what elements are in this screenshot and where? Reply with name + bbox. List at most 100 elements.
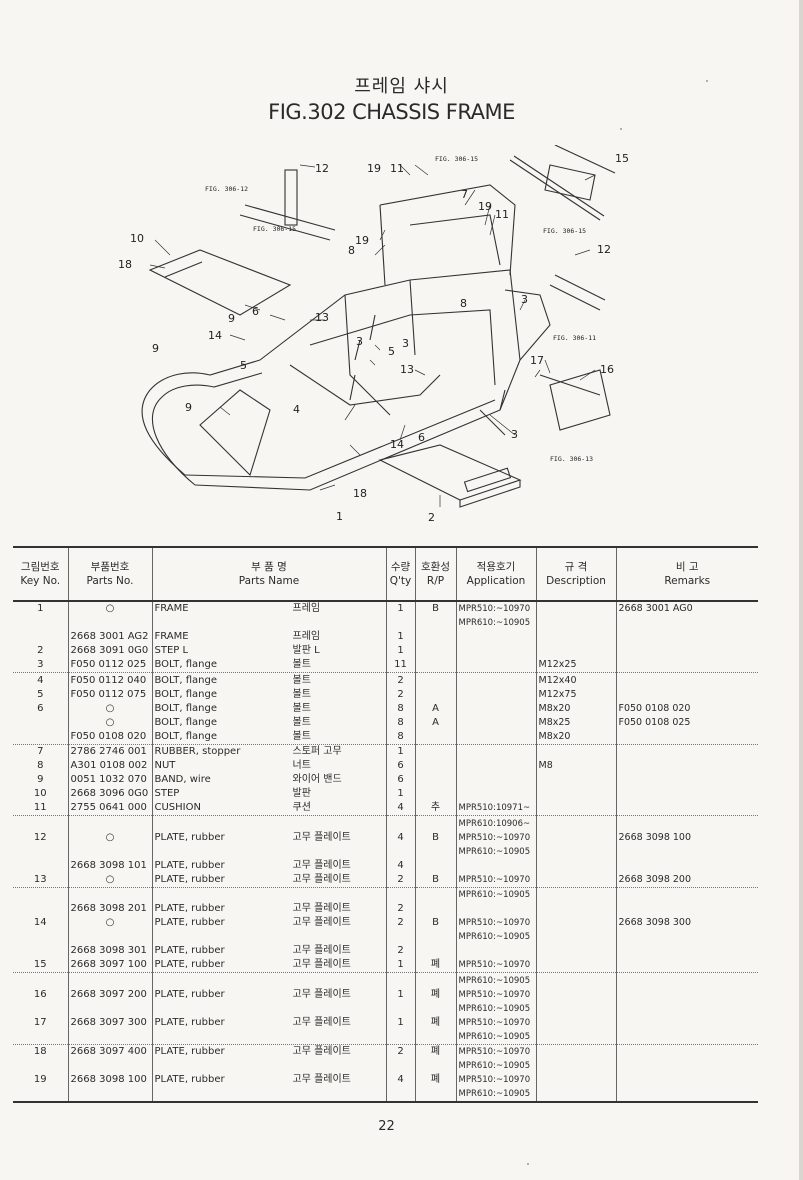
- cell-key: [13, 859, 68, 873]
- cell-part-no: [67, 616, 152, 631]
- cell-remarks: [615, 1043, 758, 1059]
- cell-rp: [414, 1087, 456, 1104]
- front-panel: [199, 389, 271, 477]
- part-name-korean: 고무 플레이트: [292, 1074, 351, 1086]
- cell-rp: 폐: [414, 987, 456, 1002]
- cell-remarks: [615, 773, 758, 788]
- cell-remarks: [615, 759, 758, 774]
- part-name-korean: 와이어 밴드: [292, 774, 342, 786]
- cell-part-name: [151, 1029, 386, 1045]
- cell-application: MPR610:~10905: [455, 844, 536, 859]
- cell-rp: B: [414, 600, 456, 617]
- part-name-korean: 프레임: [292, 603, 321, 615]
- cell-remarks: [615, 658, 758, 673]
- cell-key: 9: [37, 774, 44, 786]
- cell-application: MPR610:~10905: [455, 616, 536, 631]
- cell-description: [535, 987, 616, 1002]
- cell-description: [535, 1073, 616, 1088]
- cell-description: [535, 930, 616, 945]
- cell-qty: 6: [385, 773, 415, 788]
- cell-qty: [385, 1001, 415, 1016]
- chassis-frame-drawing: 12 19 11 15 7 19 11 10 19 8 12 18 8 3 6 …: [118, 144, 629, 524]
- cell-application: MPR610:~10905: [455, 1001, 536, 1016]
- cell-description: [535, 872, 616, 888]
- cell-rp: 폐: [414, 958, 456, 973]
- callout-5a: 5: [388, 345, 395, 358]
- cell-key: [13, 972, 68, 988]
- cell-description: [535, 844, 616, 859]
- cell-description: [535, 1087, 616, 1104]
- cell-part-no: [67, 1087, 152, 1104]
- scan-speck: [527, 1163, 529, 1165]
- part-name-korean: 너트: [292, 760, 311, 772]
- callout-8b: 8: [460, 297, 467, 310]
- part-name-english: PLATE, rubber: [154, 873, 225, 885]
- cell-remarks: [615, 729, 758, 745]
- callout-11a: 11: [390, 162, 404, 175]
- part-name-korean: 스토퍼 고무: [292, 746, 342, 758]
- cell-key: 17: [33, 1016, 47, 1028]
- cell-part-no: 0051 1032 070: [67, 773, 152, 788]
- ref-fig-306-12: FIG. 306-12: [205, 185, 248, 193]
- rod-15: [509, 159, 601, 221]
- cell-remarks: [615, 958, 758, 973]
- callout-10: 10: [130, 232, 144, 245]
- cell-qty: [385, 930, 415, 945]
- cell-key: [13, 845, 68, 859]
- cell-qty: [385, 844, 415, 859]
- cell-application: MPR510:~10970: [455, 916, 536, 931]
- shaft-12: [549, 284, 601, 311]
- step-l-2: [378, 444, 522, 501]
- cell-rp: [414, 729, 456, 745]
- callout-12b: 12: [597, 243, 611, 256]
- cell-description: [535, 858, 616, 873]
- cell-remarks: [615, 844, 758, 859]
- cell-part-no: 2755 0641 000: [67, 801, 152, 816]
- part-name-korean: 볼트: [292, 688, 311, 700]
- cell-part-no: 2668 3097 400: [67, 1043, 152, 1059]
- table-row: MPR610:~10905: [13, 972, 758, 988]
- cell-key: [13, 730, 68, 745]
- cell-qty: [385, 886, 415, 902]
- callout-16: 16: [600, 363, 614, 376]
- cell-rp: A: [414, 715, 456, 730]
- cell-remarks: [615, 815, 758, 831]
- cell-application: [455, 901, 536, 917]
- cell-part-name: [151, 1059, 386, 1074]
- part-name-english: CUSHION: [154, 802, 201, 814]
- cell-part-no: 2668 3098 201: [67, 901, 152, 917]
- cell-remarks: [615, 687, 758, 702]
- cell-application: MPR610:~10905: [455, 1087, 536, 1104]
- cell-key: [13, 1002, 68, 1016]
- part-name-english: RUBBER, stopper: [154, 746, 241, 758]
- cell-key: 15: [33, 959, 47, 971]
- cell-application: MPR510:~10970: [455, 600, 536, 617]
- table-row: MPR610:~10905: [13, 1087, 758, 1104]
- part-name-korean: 볼트: [292, 716, 311, 728]
- cell-rp: 폐: [414, 1015, 456, 1030]
- cell-key: [13, 886, 68, 902]
- part-name-english: FRAME: [154, 631, 189, 643]
- ref-fig-306-11: FIG. 306-11: [553, 334, 596, 342]
- page-edge: [799, 0, 803, 1180]
- cell-remarks: [615, 787, 758, 802]
- title-english: FIG.302 CHASSIS FRAME: [268, 100, 515, 124]
- cell-part-no: 2668 3098 101: [67, 858, 152, 873]
- cell-part-no: A301 0108 002: [67, 759, 152, 774]
